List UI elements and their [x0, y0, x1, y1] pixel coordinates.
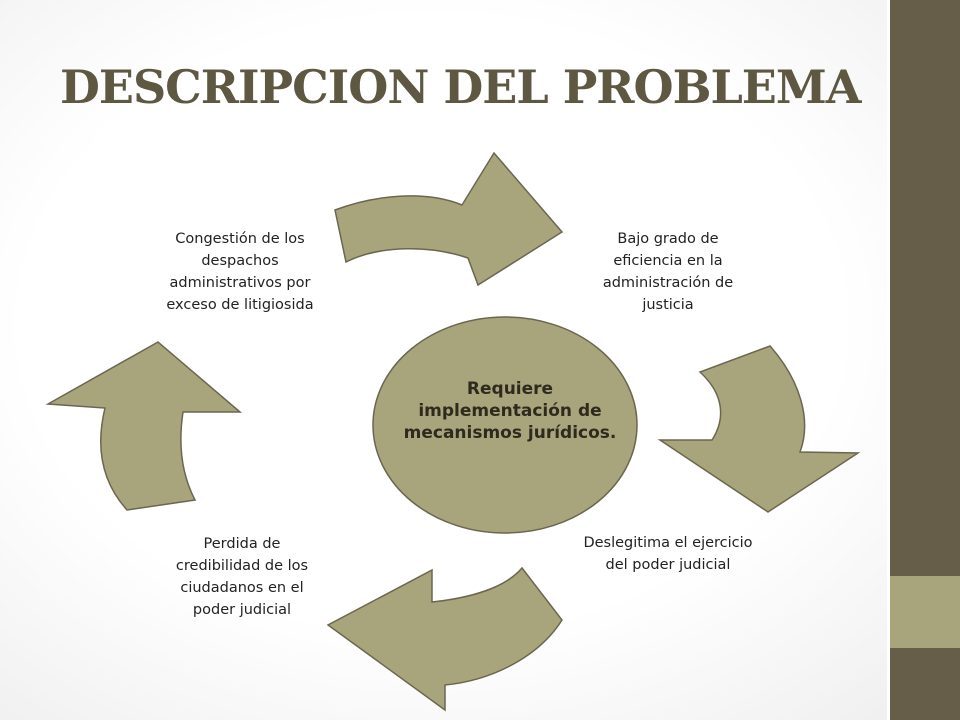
cycle-step-4-label: Congestión de los despachos administrati…: [166, 231, 314, 313]
slide-title: DESCRIPCION DEL PROBLEMA: [60, 60, 861, 114]
cycle-step-3-label: Perdida de credibilidad de los ciudadano…: [175, 536, 309, 618]
cycle-arrow-top: [334, 151, 564, 287]
cycle-step-2-label: Deslegitima el ejercicio del poder judic…: [583, 535, 753, 573]
cycle-arrow-right: [657, 345, 861, 513]
cycle-step-1-label: Bajo grado de eficiencia en la administr…: [602, 231, 734, 313]
cycle-center-label: Requiere implementación de mecanismos ju…: [403, 379, 617, 443]
sidebar-accent-top: [890, 0, 960, 576]
cycle-arrow-left: [45, 341, 243, 511]
sidebar-accent-bottom: [890, 648, 960, 720]
sidebar-accent-middle: [890, 576, 960, 648]
cycle-arrow-bottom: [326, 566, 563, 712]
cycle-center-ellipse: [372, 316, 638, 534]
sidebar-divider: [887, 0, 890, 720]
